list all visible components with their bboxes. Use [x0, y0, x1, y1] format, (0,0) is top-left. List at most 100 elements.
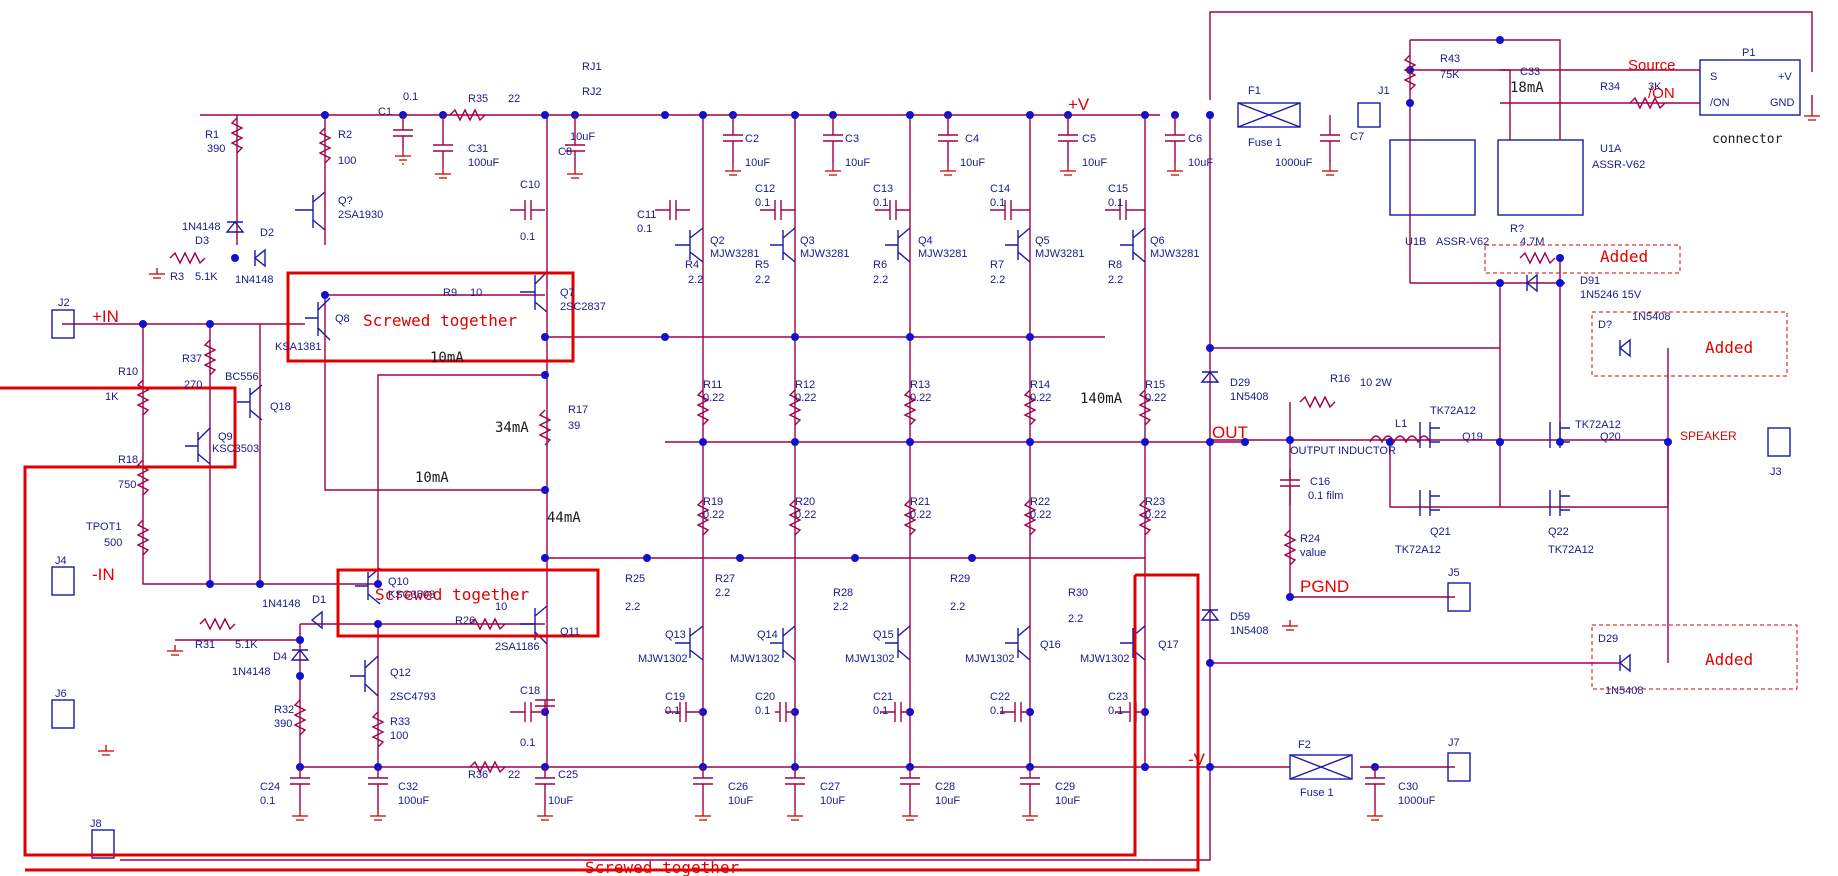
val-r13: 0.22 — [910, 392, 931, 404]
ref-d4: D4 — [273, 651, 287, 663]
val-c6: 10uF — [1188, 157, 1213, 169]
val-r14: 0.22 — [1030, 392, 1051, 404]
ref-j6: J6 — [55, 688, 67, 700]
transistor-symbols — [185, 191, 1570, 697]
val-c19: 0.1 — [665, 705, 680, 717]
ref-c28: C28 — [935, 781, 955, 793]
ref-r2: R2 — [338, 129, 352, 141]
val-c31: 100uF — [468, 157, 499, 169]
val-r20: 0.22 — [795, 509, 816, 521]
ref-q21: Q21 — [1430, 526, 1451, 538]
part-u1b: ASSR-V62 — [1436, 236, 1489, 248]
label-pgnd: PGND — [1300, 577, 1349, 596]
ref-c33: C33 — [1520, 66, 1540, 78]
ref-u1a: U1A — [1600, 143, 1622, 155]
ref-c13: C13 — [873, 183, 893, 195]
val-r2: 100 — [338, 155, 356, 167]
note-screwed-3: Screwed together — [585, 858, 739, 876]
ref-r35: R35 — [468, 93, 488, 105]
part-q4: MJW3281 — [918, 248, 968, 260]
ref-q14: Q14 — [757, 629, 778, 641]
ref-u1b: U1B — [1405, 236, 1426, 248]
ref-c12: C12 — [755, 183, 775, 195]
val-r22: 0.22 — [1030, 509, 1051, 521]
ref-r34: R34 — [1600, 81, 1620, 93]
part-d1: 1N4148 — [262, 598, 301, 610]
ref-q15: Q15 — [873, 629, 894, 641]
val-c15: 0.1 — [1108, 197, 1123, 209]
val-r24: value — [1300, 547, 1326, 559]
note-current-140ma: 140mA — [1080, 391, 1123, 407]
inductor-symbol — [1369, 435, 1431, 444]
ref-d59: D59 — [1230, 611, 1250, 623]
ref-q22: Q22 — [1548, 526, 1569, 538]
val-c28: 10uF — [935, 795, 960, 807]
part-q21: TK72A12 — [1395, 544, 1441, 556]
val-r18: 750 — [118, 479, 136, 491]
ref-j5: J5 — [1448, 567, 1460, 579]
ref-r22: R22 — [1030, 496, 1050, 508]
label-speaker: SPEAKER — [1680, 429, 1737, 443]
ref-q9: Q9 — [218, 431, 233, 443]
val-c13: 0.1 — [873, 197, 888, 209]
ref-d2: D2 — [260, 227, 274, 239]
screwed-box-left — [0, 386, 1137, 857]
val-c30: 1000uF — [1398, 795, 1436, 807]
p1-pin-v: +V — [1778, 71, 1792, 83]
ref-q16: Q16 — [1040, 639, 1061, 651]
resistor-symbols — [136, 54, 1666, 774]
val-c8: 10uF — [570, 131, 595, 143]
ref-l1: L1 — [1395, 418, 1407, 430]
part-q20: TK72A12 — [1575, 419, 1621, 431]
val-c18: 0.1 — [520, 737, 535, 749]
val-r12: 0.22 — [795, 392, 816, 404]
note-added-3: Added — [1705, 650, 1753, 669]
ref-c21: C21 — [873, 691, 893, 703]
ref-r25: R25 — [625, 573, 645, 585]
ref-r11: R11 — [703, 379, 722, 391]
ref-q2: Q2 — [710, 235, 725, 247]
ref-d1: D1 — [312, 594, 326, 606]
ref-r15: R15 — [1145, 379, 1165, 391]
ref-c32: C32 — [398, 781, 418, 793]
ref-c7: C7 — [1350, 131, 1364, 143]
ref-q20: Q20 — [1600, 431, 1621, 443]
note-added-2: Added — [1705, 338, 1753, 357]
val-r28: 2.2 — [833, 601, 848, 613]
part-q12: 2SC4793 — [390, 691, 436, 703]
part-d3: 1N4148 — [182, 221, 221, 233]
ref-r27: R27 — [715, 573, 735, 585]
ref-r8: R8 — [1108, 259, 1122, 271]
ssr-u1b-box — [1389, 139, 1476, 216]
ref-q13: Q13 — [665, 629, 686, 641]
part-f2: Fuse 1 — [1300, 787, 1334, 799]
val-c4: 10uF — [960, 157, 985, 169]
val-c32: 100uF — [398, 795, 429, 807]
part-d59: 1N5408 — [1230, 625, 1269, 637]
ref-q17: Q17 — [1158, 639, 1179, 651]
ref-c14: C14 — [990, 183, 1010, 195]
labels: +IN -IN +V -V OUT PGND SPEAKER Source /O… — [55, 47, 1795, 876]
ref-r13: R13 — [910, 379, 930, 391]
ref-r6: R6 — [873, 259, 887, 271]
val-r16: 10 2W — [1360, 377, 1392, 389]
ref-c3: C3 — [845, 133, 859, 145]
val-r6: 2.2 — [873, 274, 888, 286]
ref-f1: F1 — [1248, 85, 1261, 97]
ref-r43: R43 — [1440, 53, 1460, 65]
ref-c30: C30 — [1398, 781, 1418, 793]
val-r21: 0.22 — [910, 509, 931, 521]
ref-r9: R9 — [443, 287, 457, 299]
ref-d3: D3 — [195, 235, 209, 247]
part-q15: MJW1302 — [845, 653, 895, 665]
ref-r1: R1 — [205, 129, 219, 141]
val-r11: 0.22 — [703, 392, 724, 404]
part-q16: MJW1302 — [965, 653, 1015, 665]
val-r-unk: 4.7M — [1520, 236, 1544, 248]
val-r10: 1K — [105, 391, 119, 403]
val-r7: 2.2 — [990, 274, 1005, 286]
ref-r-unk: R? — [1510, 223, 1524, 235]
ref-r19: R19 — [703, 496, 723, 508]
ref-c18: C18 — [520, 685, 540, 697]
ref-q10: Q10 — [388, 576, 409, 588]
